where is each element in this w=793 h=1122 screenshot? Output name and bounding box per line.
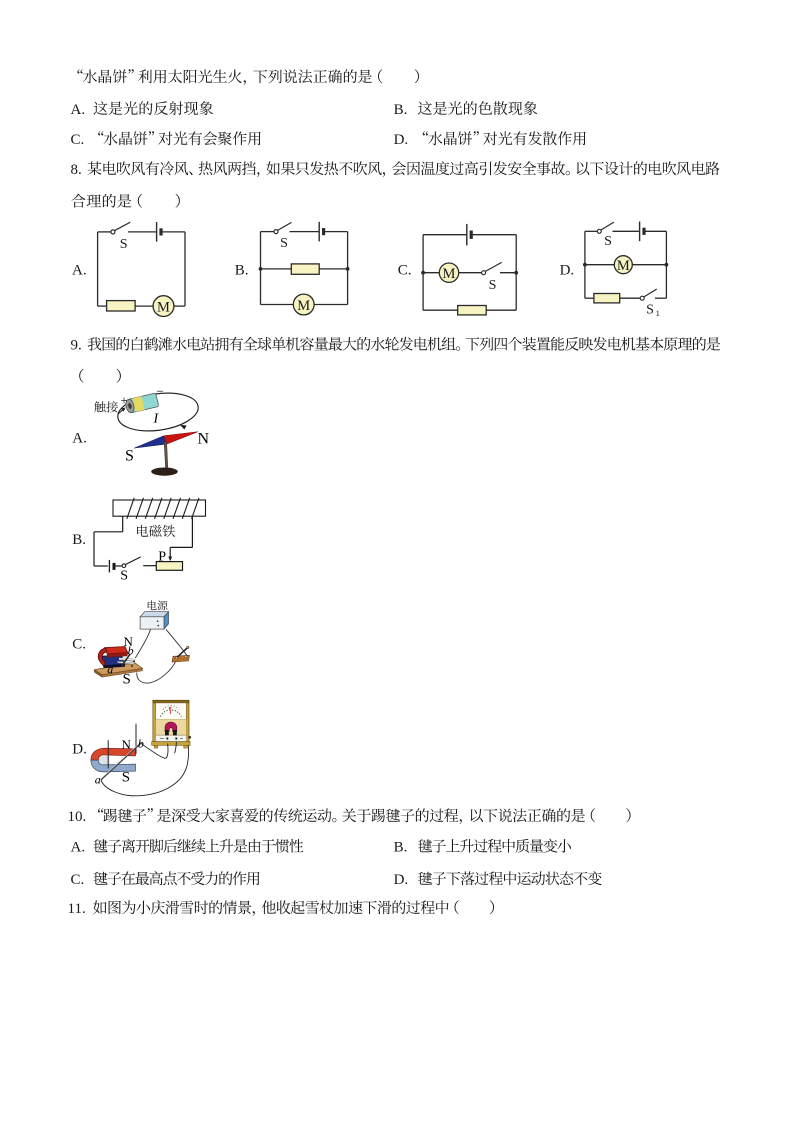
svg-text:A.: A. bbox=[72, 263, 87, 279]
svg-text:S: S bbox=[125, 447, 134, 464]
svg-text:S: S bbox=[120, 569, 128, 584]
svg-text:8.: 8. bbox=[71, 162, 82, 178]
svg-text:S: S bbox=[122, 770, 130, 786]
svg-text:A.: A. bbox=[71, 102, 86, 118]
svg-text:C.: C. bbox=[71, 872, 85, 888]
svg-text:S: S bbox=[280, 236, 288, 251]
svg-text:M: M bbox=[617, 258, 630, 274]
svg-text:b: b bbox=[138, 737, 144, 751]
svg-text:b: b bbox=[128, 644, 134, 658]
svg-text:B.: B. bbox=[394, 840, 408, 856]
svg-text:A.: A. bbox=[72, 431, 87, 447]
svg-text:A.: A. bbox=[71, 840, 86, 856]
svg-text:C.: C. bbox=[71, 132, 85, 148]
svg-text:S: S bbox=[604, 234, 612, 249]
svg-text:S: S bbox=[646, 302, 654, 317]
svg-text:N: N bbox=[122, 737, 132, 752]
svg-text:a: a bbox=[95, 772, 101, 786]
svg-text:B.: B. bbox=[394, 102, 408, 118]
svg-text:B.: B. bbox=[72, 532, 86, 548]
svg-text:D.: D. bbox=[72, 742, 87, 758]
svg-text:I: I bbox=[153, 412, 160, 427]
svg-text:C.: C. bbox=[72, 637, 86, 653]
svg-text:D.: D. bbox=[560, 263, 575, 279]
svg-text:10.: 10. bbox=[68, 809, 87, 825]
svg-text:11.: 11. bbox=[68, 901, 86, 917]
svg-text:M: M bbox=[443, 266, 456, 282]
svg-text:C.: C. bbox=[398, 263, 412, 279]
svg-text:M: M bbox=[157, 299, 170, 315]
svg-text:D.: D. bbox=[394, 132, 409, 148]
svg-text:D.: D. bbox=[394, 872, 409, 888]
svg-text:1: 1 bbox=[656, 308, 660, 318]
svg-text:B.: B. bbox=[235, 263, 249, 279]
svg-text:P: P bbox=[158, 549, 166, 564]
svg-text:9.: 9. bbox=[71, 338, 82, 354]
svg-text:S: S bbox=[123, 671, 131, 687]
svg-text:−: − bbox=[157, 384, 164, 399]
svg-text:N: N bbox=[124, 634, 134, 649]
svg-text:S: S bbox=[489, 278, 497, 293]
svg-text:M: M bbox=[297, 298, 310, 314]
svg-text:+: + bbox=[121, 394, 128, 408]
svg-text:a: a bbox=[107, 662, 113, 676]
svg-text:S: S bbox=[120, 237, 128, 252]
svg-text:N: N bbox=[198, 431, 210, 448]
